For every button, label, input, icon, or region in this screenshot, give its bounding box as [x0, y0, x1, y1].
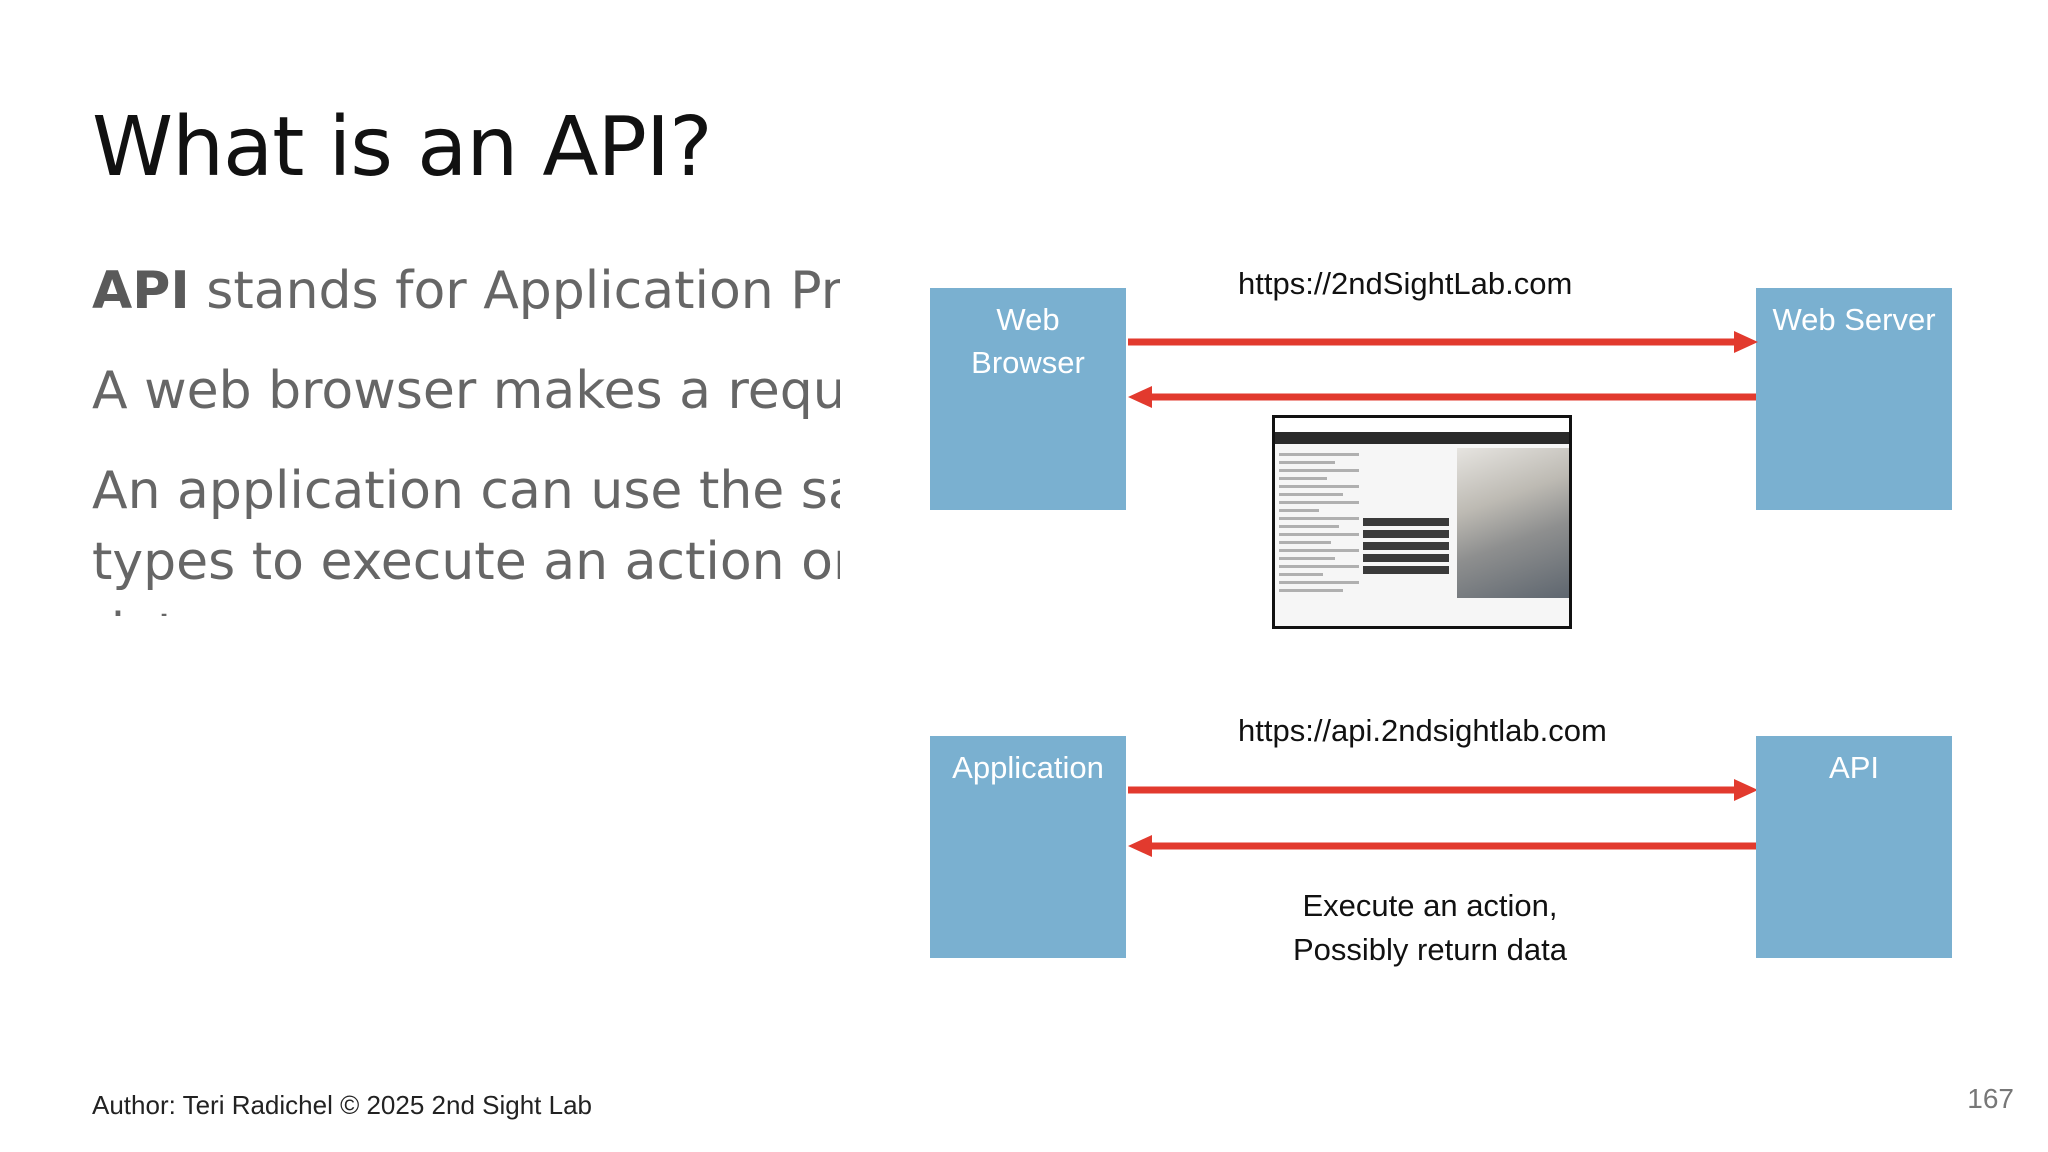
website-thumbnail: [1272, 415, 1572, 629]
web-url-label: https://2ndSightLab.com: [1238, 266, 1573, 301]
api-response-note: Execute an action, Possibly return data: [1220, 884, 1640, 972]
application-label: Application: [952, 750, 1104, 785]
web-browser-box: Web Browser: [930, 288, 1126, 510]
classroom-photo: [1457, 448, 1569, 598]
api-box: API: [1756, 736, 1952, 958]
bullet-1: API stands for Application Programming I…: [92, 256, 840, 327]
api-label: API: [1829, 750, 1879, 785]
api-url-label: https://api.2ndsightlab.com: [1238, 713, 1607, 748]
bullet-1-bold: API: [92, 261, 190, 321]
web-browser-label-1: Web: [996, 302, 1060, 337]
bullet-2: A web browser makes a request to a web s…: [92, 356, 840, 427]
top-response-arrowhead: [1128, 386, 1152, 408]
author-footer: Author: Teri Radichel © 2025 2nd Sight L…: [92, 1090, 593, 1120]
bullet-1-text: stands for Application Programming Inter…: [206, 261, 840, 321]
slide-title: What is an API?: [92, 100, 713, 195]
bottom-request-arrowhead: [1734, 779, 1758, 801]
api-note-line-2: Possibly return data: [1293, 932, 1567, 967]
web-server-label: Web Server: [1772, 302, 1936, 337]
bullet-3-text: An application can use the same request …: [92, 461, 840, 616]
bullet-list: API stands for Application Programming I…: [92, 256, 840, 616]
top-request-arrowhead: [1734, 331, 1758, 353]
bottom-response-arrowhead: [1128, 835, 1152, 857]
page-number: 167: [1967, 1083, 2014, 1114]
web-server-box: Web Server: [1756, 288, 1952, 510]
bullet-3: An application can use the same request …: [92, 456, 840, 616]
application-box: Application: [930, 736, 1126, 958]
bullet-2-text: A web browser makes a request to a web s…: [92, 361, 840, 421]
web-browser-label-2: Browser: [971, 345, 1085, 380]
api-note-line-1: Execute an action,: [1302, 888, 1558, 923]
